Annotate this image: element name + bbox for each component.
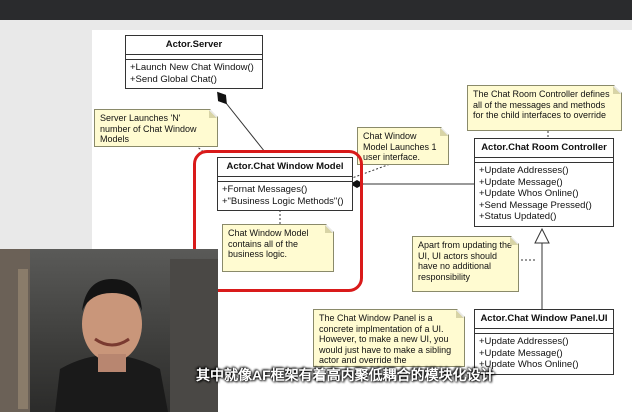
class-chat-window-model[interactable]: Actor.Chat Window Model +Fornat Messages… <box>217 157 353 211</box>
method: +Update Addresses() <box>479 165 569 176</box>
red-highlight-box <box>193 150 363 292</box>
method: +Launch New Chat Window() <box>130 62 254 73</box>
note-model-launches: Chat Window Model Launches 1 user interf… <box>357 127 449 165</box>
method: +Send Global Chat() <box>130 73 217 85</box>
method: +Update Whos Online() <box>479 359 579 370</box>
class-chat-window-panel-ui[interactable]: Actor.Chat Window Panel.UI +Update Addre… <box>474 309 614 375</box>
method: +Update Message() <box>479 347 563 359</box>
class-actor-server[interactable]: Actor.Server +Launch New Chat Window() +… <box>125 35 263 89</box>
method: +Update Message() <box>479 176 563 188</box>
method: +Fornat Messages() <box>222 184 308 195</box>
method: +Update Whos Online() <box>479 188 579 199</box>
method: +"Business Logic Methods"() <box>222 195 344 207</box>
note-model-contains: Chat Window Model contains all of the bu… <box>222 224 334 272</box>
top-bar <box>0 0 632 20</box>
note-controller-defines: The Chat Room Controller defines all of … <box>467 85 622 131</box>
method: +Update Addresses() <box>479 336 569 347</box>
method: +Send Message Pressed() <box>479 199 592 211</box>
note-apart-from: Apart from updating the UI, UI actors sh… <box>412 236 519 292</box>
subtitle-caption: 其中就像AF框架有着高内聚低耦合的模块化设计 <box>196 367 495 383</box>
aggregation-diamond-server <box>217 91 227 105</box>
class-title: Actor.Chat Room Controller <box>475 139 613 158</box>
inheritance-arrow <box>534 227 550 244</box>
webcam-overlay <box>0 249 218 412</box>
class-title: Actor.Chat Window Model <box>218 158 352 177</box>
note-server-launches: Server Launches 'N' number of Chat Windo… <box>94 109 218 147</box>
class-title: Actor.Chat Window Panel.UI <box>475 310 613 329</box>
method: +Status Updated() <box>479 211 557 222</box>
class-title: Actor.Server <box>126 36 262 55</box>
class-chat-room-controller[interactable]: Actor.Chat Room Controller +Update Addre… <box>474 138 614 227</box>
presenter-image <box>0 249 218 412</box>
note-panel-concrete: The Chat Window Panel is a concrete impl… <box>313 309 465 367</box>
